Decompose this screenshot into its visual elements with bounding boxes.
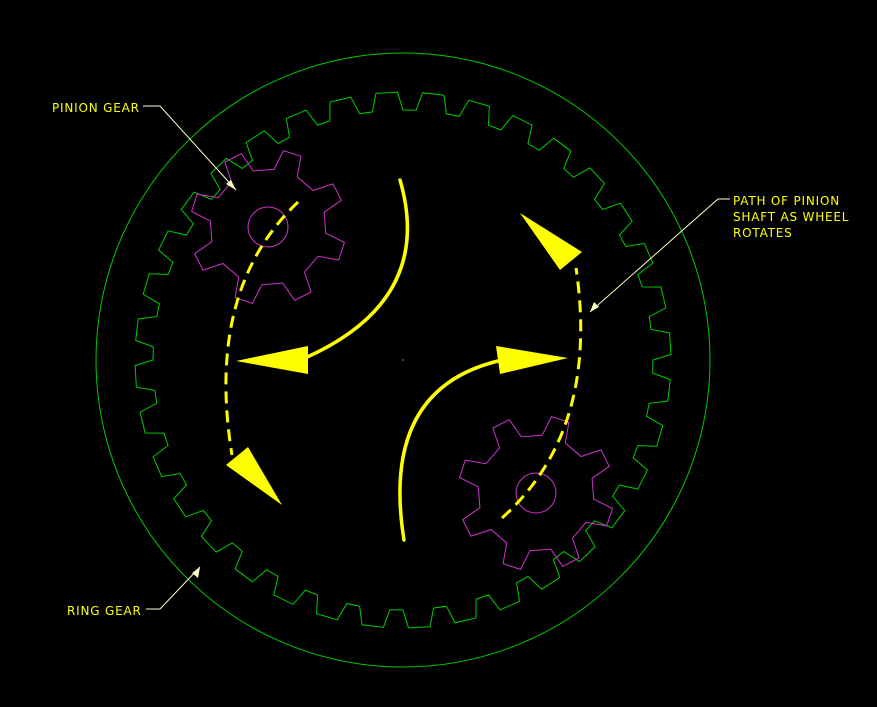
- rotation-arrow-lower: [398, 346, 568, 542]
- pinion-path-label: PATH OF PINION SHAFT AS WHEEL ROTATES: [733, 193, 849, 241]
- leader-pinion-path: [589, 198, 730, 313]
- leader-ring-gear: [146, 566, 201, 610]
- pinion-path-label-line-3: ROTATES: [733, 226, 793, 240]
- ring-gear-label: RING GEAR: [67, 604, 142, 618]
- center-point: [402, 359, 404, 361]
- pinion-gear-label: PINION GEAR: [52, 101, 140, 115]
- pinion-path-arrow-right: [500, 213, 583, 520]
- pinion-path-arrow-left: [224, 200, 300, 505]
- ring-gear-teeth: [134, 91, 672, 629]
- pinion-path-label-line-2: SHAFT AS WHEEL: [733, 210, 850, 224]
- rotation-arrow-upper: [236, 178, 410, 374]
- pinion-path-label-line-1: PATH OF PINION: [733, 194, 840, 208]
- leader-pinion-gear: [143, 105, 237, 191]
- ring-gear-outer-circle: [95, 52, 711, 668]
- pinion-gear-upper-left: [190, 149, 346, 305]
- pinion-shaft-upper-left: [247, 206, 289, 248]
- pinion-shaft-lower-right: [515, 472, 557, 514]
- pinion-gear-lower-right: [458, 415, 614, 571]
